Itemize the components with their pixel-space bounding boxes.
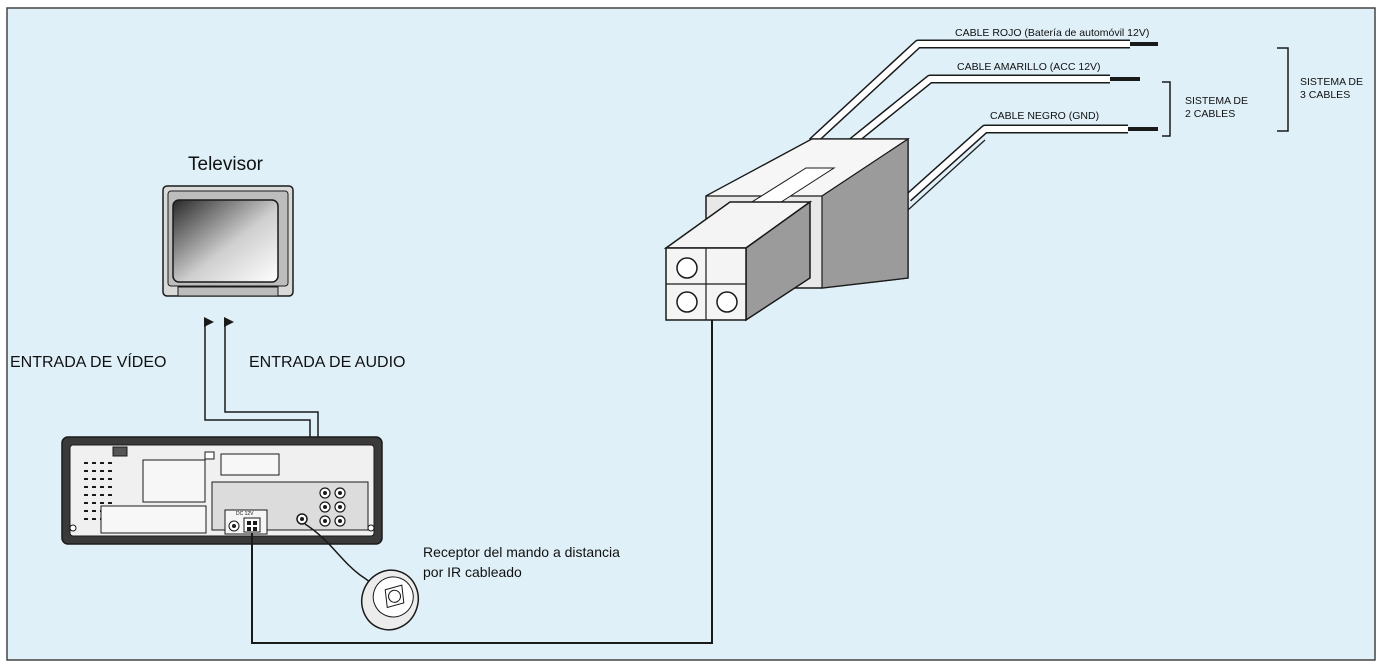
dc-label: DC 12V [236, 511, 254, 517]
power-cable [251, 320, 713, 644]
ir-receiver-icon [361, 569, 419, 631]
television-icon [162, 185, 294, 297]
system2-bracket [1162, 81, 1171, 137]
system2-line1: SISTEMA DE [1185, 95, 1248, 107]
cable-yellow-label: CABLE AMARILLO (ACC 12V) [957, 61, 1101, 73]
system3-line2: 3 CABLES [1300, 89, 1350, 101]
system2-line2: 2 CABLES [1185, 108, 1235, 120]
system3-bracket [1277, 47, 1289, 132]
vcr-unit-icon: DC 12V [61, 436, 383, 545]
system3-line1: SISTEMA DE [1300, 76, 1363, 88]
audio-input-label: ENTRADA DE AUDIO [249, 354, 405, 371]
harness-connector [663, 137, 910, 322]
power-connector-icon [243, 517, 261, 533]
cable-black-label: CABLE NEGRO (GND) [990, 110, 1099, 122]
video-input-label: ENTRADA DE VÍDEO [10, 352, 166, 371]
harness-wires [808, 39, 1158, 211]
receiver-label-line1: Receptor del mando a distancia [423, 544, 620, 560]
diagram-background [6, 7, 1376, 661]
receiver-label-line2: por IR cableado [423, 564, 522, 580]
cable-red-label: CABLE ROJO (Batería de automóvil 12V) [955, 27, 1149, 39]
tv-title: Televisor [188, 154, 264, 175]
